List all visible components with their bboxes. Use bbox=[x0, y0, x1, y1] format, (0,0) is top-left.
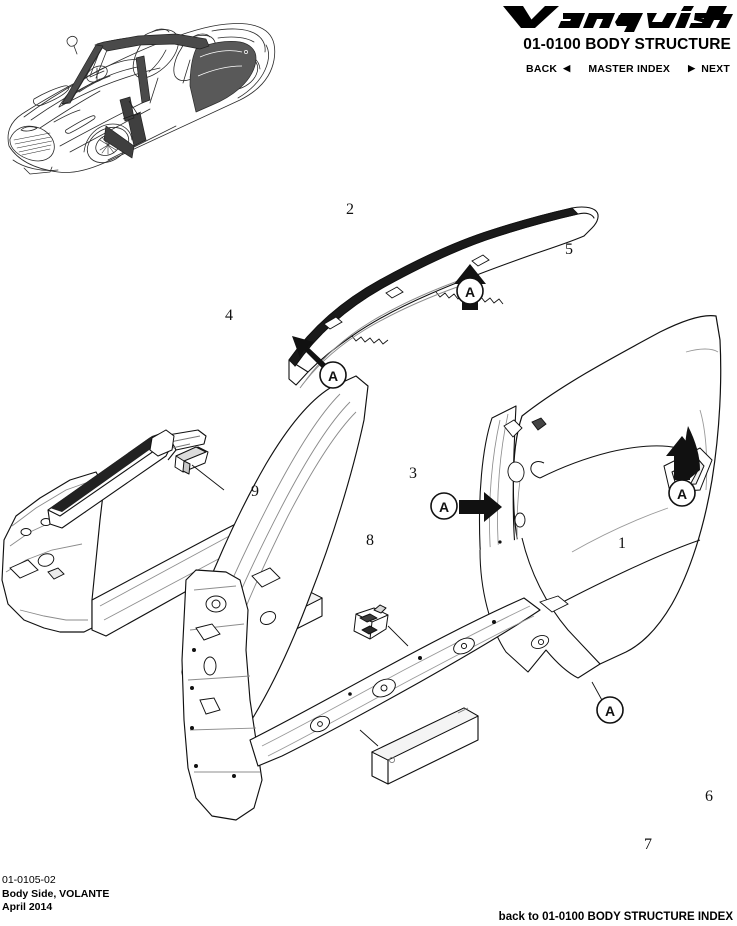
callout-number-9: 9 bbox=[251, 483, 259, 500]
footer-index-link[interactable]: back to 01-0100 BODY STRUCTURE INDEX bbox=[498, 911, 733, 923]
lower-sill-light bbox=[187, 585, 260, 773]
detail-marker-a-5: A bbox=[596, 696, 624, 724]
part-8-beam-top bbox=[370, 707, 479, 761]
part-2-roof-rail-shade bbox=[288, 207, 579, 367]
detail-circle-1 bbox=[456, 277, 484, 305]
page-header: 01-0100 BODY STRUCTURE BACK ◀ MASTER IND… bbox=[0, 0, 737, 95]
footer-doc-number: 01-0105-02 bbox=[2, 874, 56, 886]
lower-sill-dots bbox=[190, 648, 236, 778]
part-2-roof-rail bbox=[288, 206, 599, 386]
a-pillar-strut-shade bbox=[50, 432, 166, 512]
svg-text:A: A bbox=[328, 368, 338, 384]
svg-text:A: A bbox=[465, 284, 475, 300]
part-3-striker bbox=[353, 604, 389, 640]
header-navigation: BACK ◀ MASTER INDEX ▶ NEXT bbox=[526, 63, 730, 75]
part-8-detail bbox=[388, 707, 469, 764]
detail-circle-3 bbox=[430, 492, 458, 520]
part-4-leader bbox=[191, 464, 225, 491]
page-footer: 01-0105-02 Body Side, VOLANTE April 2014… bbox=[0, 874, 737, 926]
detail-marker-a-2: A bbox=[292, 336, 347, 389]
callout-number-1: 1 bbox=[618, 535, 626, 552]
callout-number-7: 7 bbox=[644, 836, 652, 853]
main-sill-rail-features bbox=[310, 637, 475, 733]
nav-back-link[interactable]: BACK bbox=[526, 63, 558, 75]
callout-number-2: 2 bbox=[346, 201, 354, 218]
parts-diagram: 2 4 5 9 3 8 1 6 7 A A bbox=[0, 180, 737, 870]
detail-arrow-up-4 bbox=[666, 436, 698, 480]
part-1-panel-light bbox=[571, 348, 719, 553]
vanquish-logo bbox=[501, 2, 733, 32]
part-4-bracket bbox=[174, 446, 209, 475]
detail-marker-a-3: A bbox=[430, 492, 502, 522]
detail-circle-5 bbox=[596, 696, 624, 724]
lower-sill-features bbox=[195, 595, 227, 715]
back-arrow-icon[interactable]: ◀ bbox=[563, 63, 571, 73]
detail-marker-a-1: A bbox=[454, 264, 486, 310]
lower-body-inner-features bbox=[530, 595, 569, 649]
callout-number-8: 8 bbox=[366, 532, 374, 549]
main-sill-rail-dots bbox=[348, 620, 496, 696]
callout-numbers: 2 4 5 9 3 8 1 6 7 bbox=[225, 201, 713, 853]
part-3-leader bbox=[387, 625, 409, 647]
callout-number-4: 4 bbox=[225, 307, 233, 324]
svg-text:A: A bbox=[605, 703, 615, 719]
vehicle-thumbnail bbox=[0, 0, 290, 186]
next-arrow-icon[interactable]: ▶ bbox=[688, 63, 696, 73]
part-2-lower-edge bbox=[299, 277, 467, 389]
nav-master-index-link[interactable]: MASTER INDEX bbox=[588, 63, 671, 75]
inner-body-side-features bbox=[503, 417, 547, 528]
callout-number-6: 6 bbox=[705, 788, 713, 805]
svg-text:A: A bbox=[677, 486, 687, 502]
detail-circle-4 bbox=[668, 479, 696, 507]
part-2-clips bbox=[323, 254, 490, 330]
detail-arrow-upleft-2 bbox=[292, 336, 326, 368]
door-frame-upper-light bbox=[169, 435, 201, 449]
detail-arrow-right-3 bbox=[459, 492, 502, 522]
callout-number-3: 3 bbox=[409, 465, 417, 482]
detail-marker-a-4: A bbox=[666, 436, 698, 507]
footer-section-title: Body Side, VOLANTE bbox=[2, 887, 110, 900]
part-1-panel-lines bbox=[530, 445, 701, 611]
nav-next-link[interactable]: NEXT bbox=[701, 63, 730, 75]
lower-body-inner bbox=[479, 537, 601, 679]
part-8-leader bbox=[359, 729, 379, 747]
page-title: 01-0100 BODY STRUCTURE bbox=[523, 36, 731, 53]
footer-document-info: 01-0105-02 Body Side, VOLANTE April 2014 bbox=[2, 874, 109, 915]
callout-number-5: 5 bbox=[565, 241, 573, 258]
svg-text:A: A bbox=[439, 499, 449, 515]
detail-circle-2 bbox=[319, 361, 347, 389]
a-pillar-strut-end bbox=[149, 429, 175, 457]
footer-date: April 2014 bbox=[2, 901, 53, 913]
